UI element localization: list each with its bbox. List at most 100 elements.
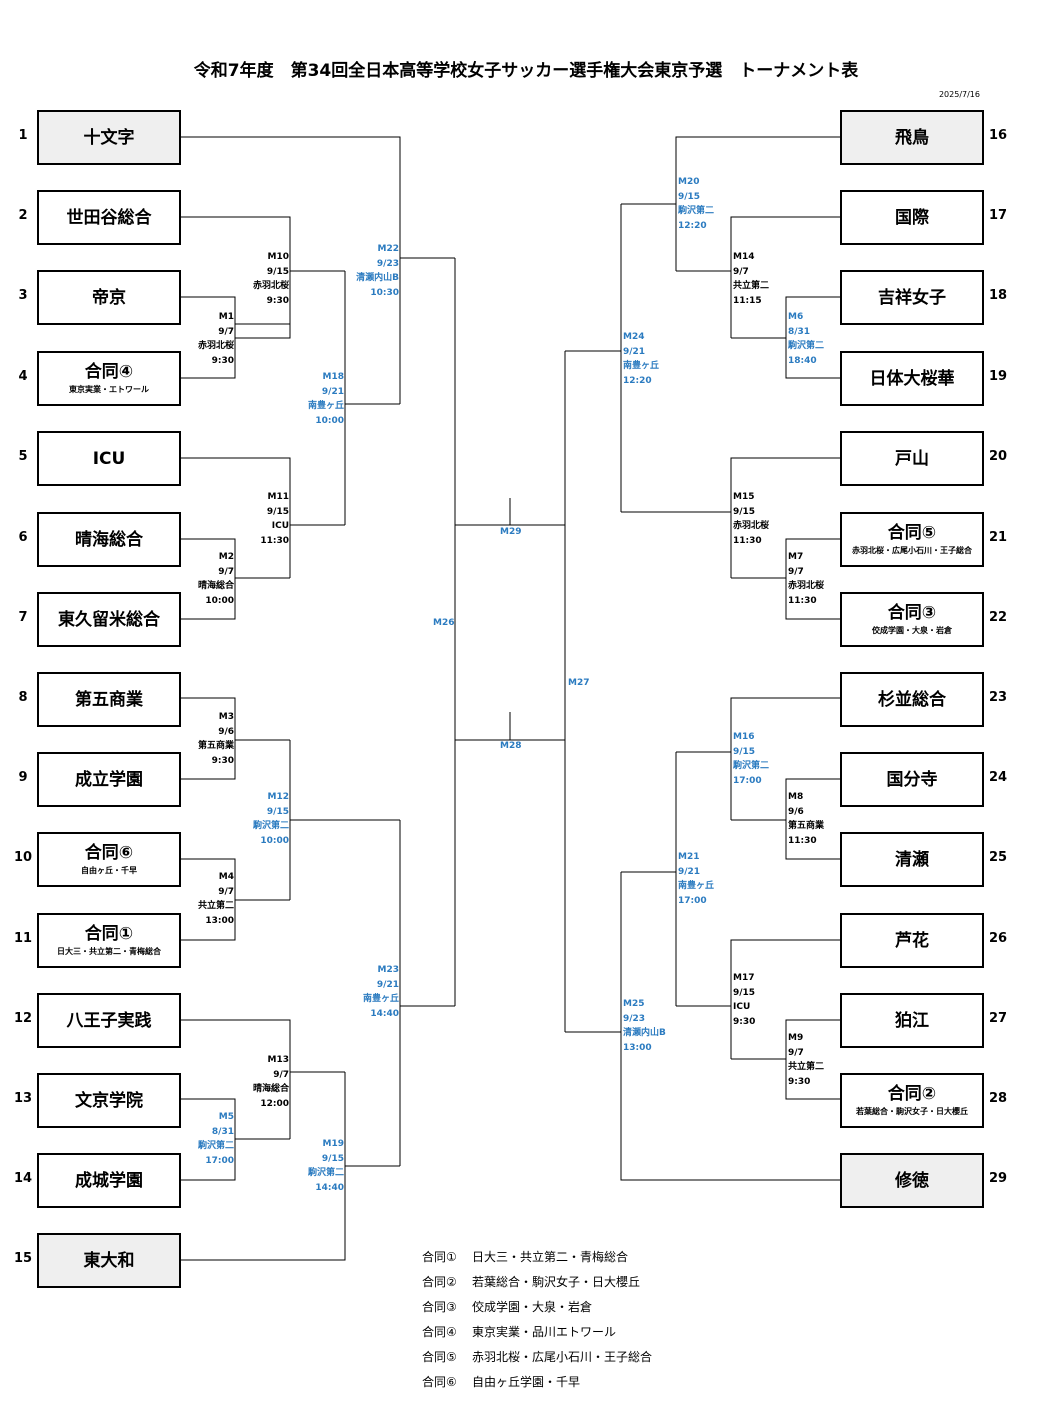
team-box: 狛江 — [840, 993, 984, 1048]
line-m11 — [180, 457, 345, 578]
team-box: 飛鳥 — [840, 110, 984, 165]
team-box: 清瀬 — [840, 832, 984, 887]
team-box: 合同⑤ 赤羽北桜・広尾小石川・王子総合 — [840, 512, 984, 567]
team-members: 日大三・共立第二・青梅総合 — [57, 946, 161, 956]
line-m16 — [676, 697, 842, 820]
line-m14 — [676, 216, 842, 338]
match-info-m6: M6 8/31 駒沢第二 18:40 — [788, 312, 825, 366]
legend-value: 東京実業・品川エトワール — [472, 1325, 617, 1339]
team-box: 合同③ 佼成学園・大泉・岩倉 — [840, 592, 984, 647]
team-number: 21 — [988, 530, 1008, 545]
team-number: 17 — [988, 208, 1008, 223]
match-info-m22: M22 9/23 清瀬内山B 10:30 — [356, 244, 399, 298]
team-number: 16 — [988, 128, 1008, 143]
team-number: 15 — [13, 1251, 33, 1266]
team-members: 東京実業・エトワール — [69, 384, 149, 394]
team-name: 合同④ — [84, 361, 134, 382]
team-name: 十文字 — [83, 127, 135, 148]
team-name: 世田谷総合 — [66, 207, 152, 228]
team-number: 2 — [18, 208, 28, 223]
team-members: 佼成学園・大泉・岩倉 — [872, 625, 952, 635]
match-info-m1: M1 9/7 赤羽北桜 9:30 — [197, 312, 234, 366]
line-m17 — [676, 939, 842, 1059]
team-number: 5 — [18, 449, 28, 464]
team-number: 28 — [988, 1091, 1008, 1106]
team-name: 八王子実践 — [66, 1010, 152, 1031]
match-info-m7: M7 9/7 赤羽北桜 11:30 — [788, 552, 825, 606]
team-number: 25 — [988, 850, 1008, 865]
team-box: 十文字 — [37, 110, 181, 165]
line-m15 — [621, 457, 842, 578]
team-number: 20 — [988, 449, 1008, 464]
team-name: 吉祥女子 — [878, 287, 946, 308]
team-box: 吉祥女子 — [840, 270, 984, 325]
team-box: 成城学園 — [37, 1153, 181, 1208]
legend-value: 赤羽北桜・広尾小石川・王子総合 — [472, 1350, 653, 1364]
team-number: 12 — [13, 1011, 33, 1026]
legend-key: 合同① — [422, 1250, 457, 1264]
line-m5 — [180, 1098, 290, 1181]
match-info-m12: M12 9/15 駒沢第二 10:00 — [252, 792, 289, 846]
team-name: 狛江 — [895, 1010, 929, 1031]
match-info-m24: M24 9/21 南豊ヶ丘 12:20 — [623, 332, 660, 386]
match-info-m18: M18 9/21 南豊ヶ丘 10:00 — [307, 372, 344, 426]
team-number: 7 — [18, 610, 28, 625]
team-box: 東久留米総合 — [37, 592, 181, 647]
team-box: 杉並総合 — [840, 672, 984, 727]
team-name: 東大和 — [83, 1250, 135, 1271]
match-info-m15: M15 9/15 赤羽北桜 11:30 — [733, 492, 770, 546]
team-name: 帝京 — [92, 287, 126, 308]
line-m29 — [509, 498, 565, 741]
line-m6 — [731, 296, 842, 379]
legend-value: 日大三・共立第二・青梅総合 — [472, 1250, 629, 1264]
team-number: 3 — [18, 288, 28, 303]
team-number: 4 — [18, 369, 28, 384]
line-m23 — [399, 820, 455, 1166]
team-name: 成城学園 — [75, 1170, 143, 1191]
team-name: 芦花 — [895, 930, 929, 951]
team-name: 合同② — [887, 1083, 937, 1104]
team-name: 合同⑤ — [887, 522, 937, 543]
team-members: 赤羽北桜・広尾小石川・王子総合 — [852, 545, 972, 555]
line-m10 — [180, 216, 345, 339]
team-name: 清瀬 — [895, 849, 929, 870]
match-info-m10: M10 9/15 赤羽北桜 9:30 — [252, 252, 289, 306]
team-name: 国分寺 — [886, 769, 938, 790]
legend-value: 佼成学園・大泉・岩倉 — [472, 1300, 593, 1314]
team-box: 晴海総合 — [37, 512, 181, 567]
legend-key: 合同③ — [422, 1300, 457, 1314]
match-info-m2: M2 9/7 晴海総合 10:00 — [197, 552, 234, 606]
team-number: 9 — [18, 770, 28, 785]
match-info-m23: M23 9/21 南豊ヶ丘 14:40 — [362, 965, 399, 1019]
team-box: 帝京 — [37, 270, 181, 325]
team-number: 22 — [988, 610, 1008, 625]
team-box: 戸山 — [840, 431, 984, 486]
match-info-m25: M25 9/23 清瀬内山B 13:00 — [623, 999, 666, 1053]
team-box: 芦花 — [840, 913, 984, 968]
team-name: 晴海総合 — [75, 529, 143, 550]
team-number: 1 — [18, 128, 28, 143]
legend-row: 合同⑤ 赤羽北桜・広尾小石川・王子総合 — [422, 1349, 652, 1374]
legend-key: 合同② — [422, 1275, 457, 1289]
line-m8 — [731, 778, 842, 860]
line-m25 — [565, 872, 842, 1181]
team-box: ICU — [37, 431, 181, 486]
match-label-m28: M28 — [500, 741, 522, 751]
legend-key: 合同⑤ — [422, 1350, 457, 1364]
match-info-m8: M8 9/6 第五商業 11:30 — [788, 792, 825, 846]
match-label-m26: M26 — [433, 618, 455, 628]
legend-row: 合同③ 佼成学園・大泉・岩倉 — [422, 1299, 652, 1324]
team-box: 日体大桜華 — [840, 351, 984, 406]
match-info-m9: M9 9/7 共立第二 9:30 — [788, 1033, 825, 1087]
team-name: 飛鳥 — [895, 127, 929, 148]
team-name: 文京学院 — [75, 1090, 143, 1111]
team-name: 合同③ — [887, 602, 937, 623]
line-m24 — [565, 204, 622, 512]
match-info-m4: M4 9/7 共立第二 13:00 — [197, 872, 234, 926]
match-info-m19: M19 9/15 駒沢第二 14:40 — [307, 1139, 344, 1193]
legend-key: 合同④ — [422, 1325, 457, 1339]
line-m2 — [180, 538, 290, 620]
